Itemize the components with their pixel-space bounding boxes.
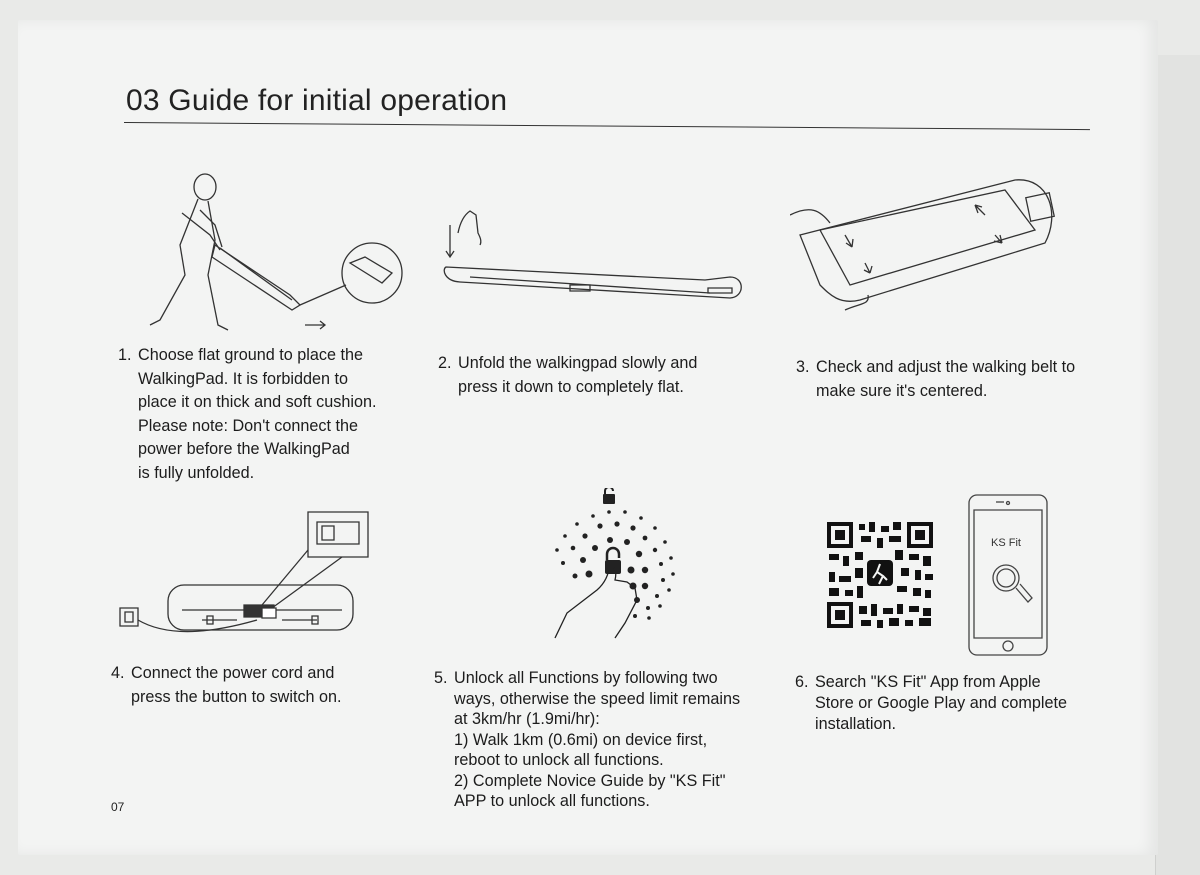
step-number: 2.: [438, 354, 452, 372]
step-text: Unfold the walkingpad slowly and press i…: [458, 354, 698, 396]
power-connect-icon: [112, 490, 382, 650]
step-number: 1.: [118, 346, 132, 364]
step-text: Choose flat ground to place the WalkingP…: [138, 346, 377, 482]
press-down-icon: [440, 205, 750, 305]
step-5: 5. Unlock all Functions by following two…: [434, 668, 774, 812]
next-page-edge: [1155, 55, 1200, 875]
section-title: 03 Guide for initial operation: [126, 84, 508, 117]
step-number: 3.: [796, 358, 810, 376]
phone-app-label: KS Fit: [991, 537, 1021, 549]
step-3: 3. Check and adjust the walking belt to …: [796, 356, 1106, 403]
step-text: Search "KS Fit" App from Apple Store or …: [815, 673, 1067, 733]
step-text: Connect the power cord and press the but…: [131, 664, 342, 706]
step-number: 6.: [795, 673, 809, 691]
unlock-icon: [545, 488, 675, 648]
phone-search-icon: KS Fit: [968, 494, 1048, 656]
step-text: Check and adjust the walking belt to mak…: [816, 358, 1076, 400]
step-6: 6. Search "KS Fit" App from Apple Store …: [795, 672, 1115, 735]
step-number: 5.: [434, 669, 448, 687]
manual-page: [18, 20, 1158, 855]
step-4: 4. Connect the power cord and press the …: [111, 662, 411, 709]
qr-code-icon: [825, 520, 935, 630]
step-text: Unlock all Functions by following two wa…: [454, 669, 741, 810]
belt-adjust-icon: [790, 175, 1080, 335]
step-number: 4.: [111, 664, 125, 682]
person-unfolding-icon: [120, 165, 410, 340]
step-1: 1. Choose flat ground to place the Walki…: [118, 344, 418, 485]
page-number: 07: [111, 800, 125, 814]
step-2: 2. Unfold the walkingpad slowly and pres…: [438, 352, 738, 399]
